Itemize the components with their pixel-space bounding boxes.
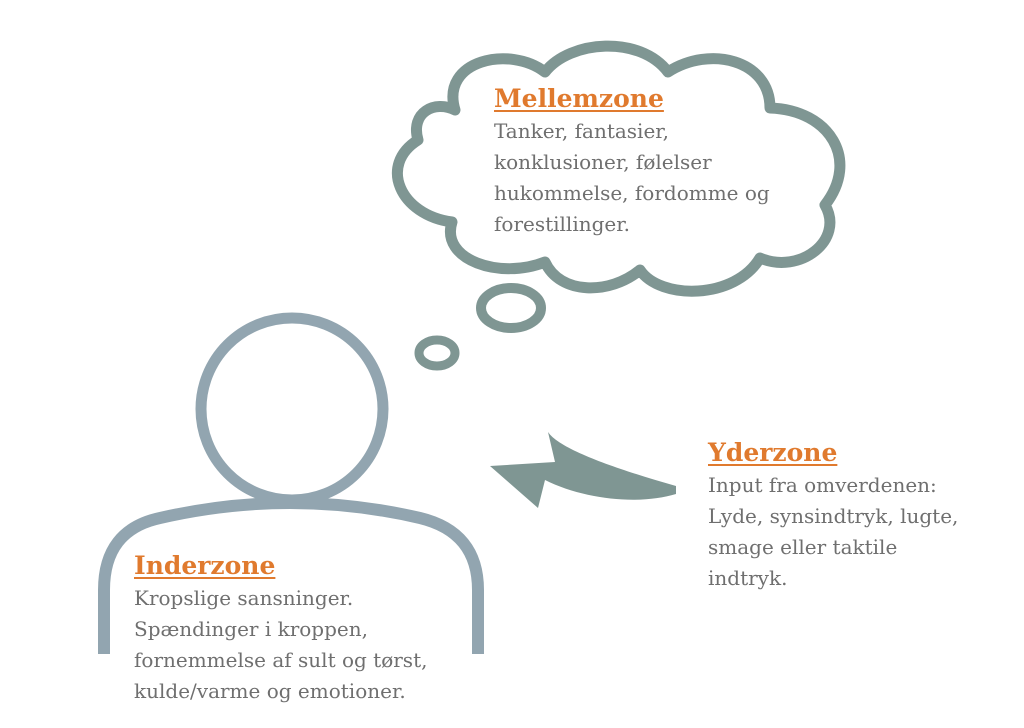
inderzone-line: Spændinger i kroppen, <box>134 617 368 641</box>
inderzone-line: kulde/varme og emotioner. <box>134 679 406 703</box>
mellemzone-text: Mellemzone Tanker, fantasier, konklusion… <box>494 82 770 240</box>
thought-bubble-small <box>414 335 460 371</box>
yderzone-text: Yderzone Input fra omverdenen: Lyde, syn… <box>708 436 958 594</box>
inderzone-line: fornemmelse af sult og tørst, <box>134 648 428 672</box>
inderzone-text: Inderzone Kropslige sansninger. Spænding… <box>134 549 427 707</box>
yderzone-line: indtryk. <box>708 566 788 590</box>
yderzone-line: smage eller taktile <box>708 535 898 559</box>
mellemzone-line: forestillinger. <box>494 212 630 236</box>
person-head <box>195 312 389 506</box>
inderzone-title: Inderzone <box>134 551 276 580</box>
input-arrow <box>490 432 676 508</box>
yderzone-line: Input fra omverdenen: <box>708 473 937 497</box>
mellemzone-line: hukommelse, fordomme og <box>494 181 770 205</box>
yderzone-title: Yderzone <box>708 438 838 467</box>
thought-bubble-large <box>476 283 546 333</box>
yderzone-line: Lyde, synsindtryk, lugte, <box>708 504 959 528</box>
mellemzone-title: Mellemzone <box>494 84 664 113</box>
mellemzone-line: konklusioner, følelser <box>494 150 712 174</box>
inderzone-line: Kropslige sansninger. <box>134 586 354 610</box>
person-body <box>98 497 484 654</box>
thought-cloud <box>392 40 846 297</box>
mellemzone-line: Tanker, fantasier, <box>494 119 670 143</box>
